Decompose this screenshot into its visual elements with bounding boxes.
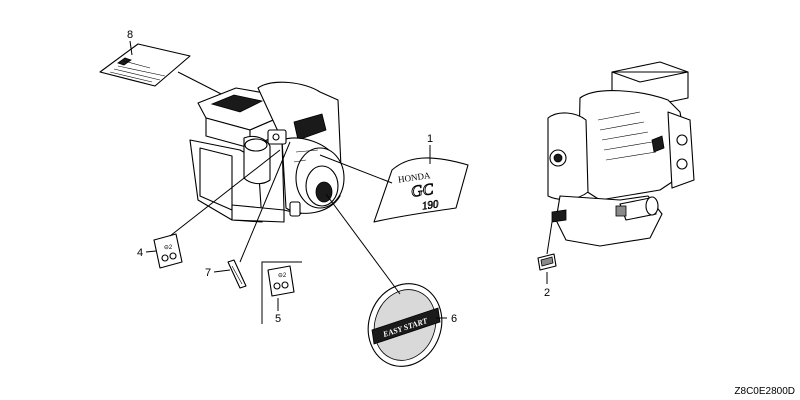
- callout-7: 6: [451, 313, 457, 325]
- emblem-model: GC: [410, 181, 435, 201]
- leader-6-to-engine: [239, 141, 291, 263]
- callout-5: 5: [275, 313, 281, 325]
- label-part-6: [227, 259, 247, 289]
- leader-6: [213, 269, 231, 273]
- diagram-code: Z8C0E2800D: [734, 386, 795, 397]
- svg-text:⊖2: ⊖2: [278, 273, 287, 279]
- svg-text:⊖2: ⊖2: [164, 245, 173, 251]
- emblem-displacement: 190: [421, 198, 440, 212]
- leader-1-to-engine: [319, 154, 393, 184]
- leader-4: [145, 250, 157, 253]
- leader-4-to-engine: [169, 149, 281, 237]
- callout-8: 8: [127, 29, 133, 41]
- leader-2-to-engine: [546, 221, 553, 255]
- emblem-brand: HONDA: [397, 170, 431, 184]
- label-part-2: [537, 253, 557, 271]
- callout-2: 2: [544, 287, 550, 299]
- leader-8: [129, 40, 133, 56]
- callout-6: 7: [205, 267, 211, 279]
- callout-1: 1: [427, 133, 433, 145]
- callout-4: 4: [137, 247, 143, 259]
- easy-start-label-part-7: EASY START: [367, 283, 443, 367]
- caution-label-part-8: [99, 43, 191, 87]
- honda-gc-emblem-part-1: HONDA GC 190: [373, 157, 469, 223]
- engine-rear-view: [547, 61, 695, 247]
- label-part-5: ⊖2: [261, 261, 302, 324]
- engine-front-view: [189, 81, 345, 223]
- label-part-4: ⊖2: [153, 233, 183, 269]
- leader-7-to-engine: [325, 193, 401, 295]
